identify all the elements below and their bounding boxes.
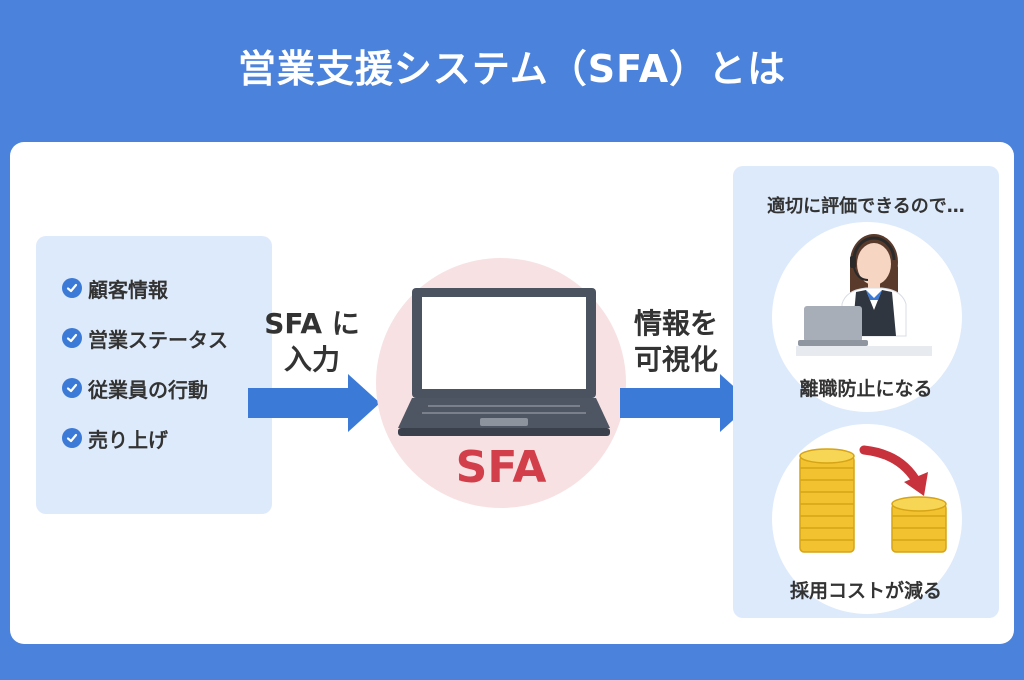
arrow-in-label: SFA に 入力 xyxy=(248,306,376,378)
input-list: 顧客情報 営業ステータス 従業員の行動 売り上げ xyxy=(62,276,228,476)
sfa-label: SFA xyxy=(455,442,547,493)
check-icon xyxy=(62,328,82,348)
arrow-out-label: 情報を 可視化 xyxy=(616,306,736,378)
list-item: 売り上げ xyxy=(62,426,228,452)
list-item: 顧客情報 xyxy=(62,276,228,302)
check-icon xyxy=(62,428,82,448)
arrow-out-icon xyxy=(620,374,752,432)
benefit-1-label: 離職防止になる xyxy=(799,378,933,400)
arrow-out-line1: 情報を xyxy=(633,307,718,340)
benefit-2-label: 採用コストが減る xyxy=(789,580,942,602)
check-icon xyxy=(62,378,82,398)
input-data-box: 顧客情報 営業ステータス 従業員の行動 売り上げ xyxy=(36,236,272,514)
arrow-in-line1: SFA に xyxy=(264,307,360,340)
page-title: 営業支援システム（SFA）とは xyxy=(237,47,787,91)
coins-icon xyxy=(799,445,947,553)
operator-icon xyxy=(796,234,932,356)
list-item-label: 顧客情報 xyxy=(88,277,168,302)
laptop-icon xyxy=(398,288,610,436)
arrow-out-line2: 可視化 xyxy=(633,343,718,376)
list-item: 従業員の行動 xyxy=(62,376,228,402)
list-item-label: 営業ステータス xyxy=(88,327,228,352)
arrow-in-line2: 入力 xyxy=(283,343,340,376)
results-caption: 適切に評価できるので… xyxy=(767,196,965,217)
list-item-label: 売り上げ xyxy=(88,427,168,452)
check-icon xyxy=(62,278,82,298)
arrow-in-icon xyxy=(248,374,380,432)
list-item-label: 従業員の行動 xyxy=(88,377,208,402)
list-item: 営業ステータス xyxy=(62,326,228,352)
